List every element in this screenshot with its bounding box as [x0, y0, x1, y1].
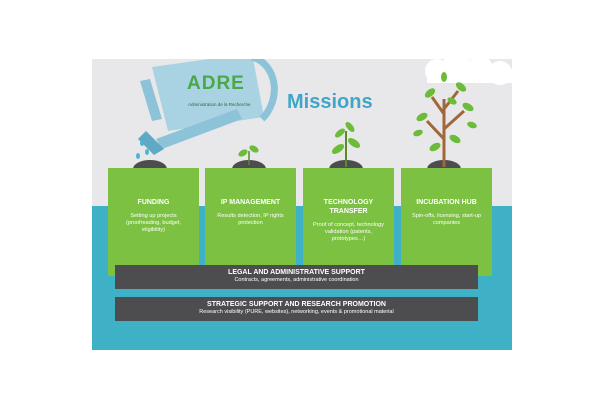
mission-title: IP MANAGEMENT — [220, 199, 281, 206]
mission-description: Proof of concept, technology validation … — [313, 222, 384, 242]
logo-brand: ADRE — [187, 73, 245, 94]
mission-title: TECHNOLOGY TRANSFER — [323, 199, 374, 215]
mission-description: Spin-offs, licensing, start-up companies — [412, 213, 481, 226]
cloud-icon — [425, 59, 512, 85]
mission-card-technology-transfer: TECHNOLOGY TRANSFER Proof of concept, te… — [303, 168, 394, 276]
strategic-support-bar: STRATEGIC SUPPORT AND RESEARCH PROMOTION… — [115, 297, 478, 321]
mission-title: INCUBATION HUB — [416, 199, 477, 206]
bar-title: LEGAL AND ADMINISTRATIVE SUPPORT — [228, 269, 365, 276]
sprout-icon — [238, 145, 259, 165]
missions-panel: ADRE Administration de la Recherche Miss… — [92, 59, 512, 350]
bar-title: STRATEGIC SUPPORT AND RESEARCH PROMOTION — [207, 301, 386, 308]
bar-description: Research visibility (PURE, websites), ne… — [199, 309, 394, 315]
mission-description: Results detection, IP rights protection — [217, 213, 284, 226]
bar-description: Contracts, agreements, administrative co… — [234, 277, 359, 283]
mission-card-incubation-hub: INCUBATION HUB Spin-offs, licensing, sta… — [401, 168, 492, 276]
illustration — [133, 59, 512, 178]
water-drops-icon — [136, 140, 149, 159]
mission-card-funding: FUNDING Setting up projects (proofreadin… — [108, 168, 199, 276]
mission-title: FUNDING — [137, 199, 170, 206]
mission-card-ip-management: IP MANAGEMENT Results detection, IP righ… — [205, 168, 296, 276]
watering-can-icon — [138, 59, 278, 155]
page-title: Missions — [287, 91, 373, 113]
logo-tagline: Administration de la Recherche — [188, 102, 251, 107]
mission-description: Setting up projects (proofreading, budge… — [125, 213, 182, 233]
legal-support-bar: LEGAL AND ADMINISTRATIVE SUPPORT Contrac… — [115, 265, 478, 289]
tree-icon — [413, 72, 477, 167]
plant-icon — [331, 122, 361, 167]
